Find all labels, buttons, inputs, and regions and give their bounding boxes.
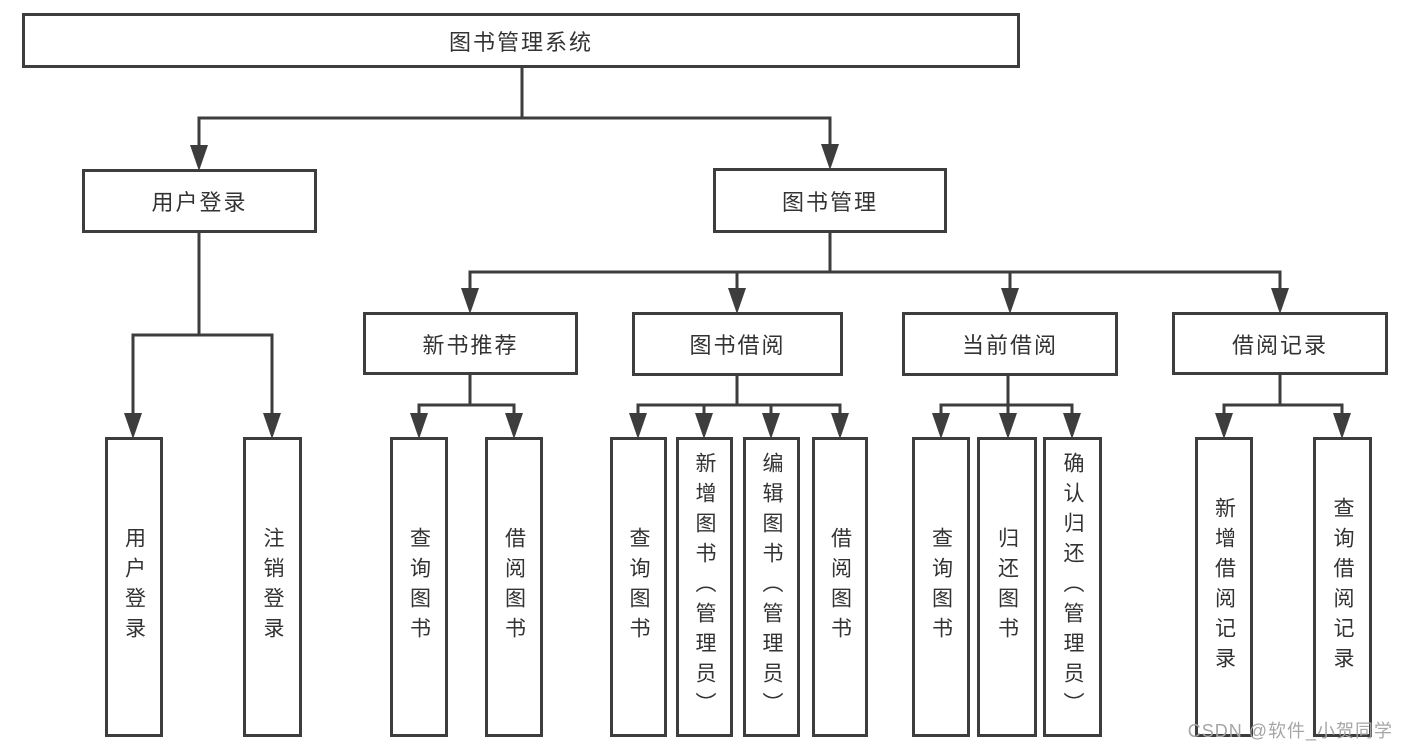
node-borrow-record-label: 借阅记录 [1231,332,1328,358]
leaf-borrow-edit-books-admin: 编辑图书（管理员） [743,437,800,737]
leaf-logout-label: 注销登录 [261,527,284,647]
leaf-current-return-books: 归还图书 [977,437,1037,737]
connector-book-borrow-split [636,376,842,419]
node-user-login: 用户登录 [82,169,317,233]
node-new-book-label: 新书推荐 [422,332,519,358]
arrowhead-icon [190,145,208,171]
node-book-mgmt-label: 图书管理 [781,189,878,215]
node-current-borrow: 当前借阅 [902,312,1118,376]
arrowhead-icon [932,413,950,439]
node-book-borrow-label: 图书借阅 [689,333,786,358]
leaf-current-return-books-label: 归还图书 [995,527,1019,647]
connector-new-book-split [417,375,516,419]
connector-root-split [197,68,832,150]
arrowhead-icon [1215,413,1233,439]
leaf-current-confirm-return-admin-label: 确认归还（管理员） [1061,452,1084,722]
node-user-login-label: 用户登录 [151,190,248,215]
arrowhead-icon [1001,288,1019,314]
leaf-record-add-record-label: 新增借阅记录 [1212,497,1236,677]
leaf-logout: 注销登录 [243,437,302,737]
node-root: 图书管理系统 [22,13,1020,68]
arrowhead-icon [629,413,647,439]
leaf-user-login: 用户登录 [105,437,163,737]
leaf-record-query-record: 查询借阅记录 [1313,437,1372,737]
leaf-newbook-query-books: 查询图书 [390,437,448,737]
connector-lines [131,68,1344,419]
arrowhead-icon [505,413,523,439]
leaf-current-confirm-return-admin: 确认归还（管理员） [1043,437,1102,737]
arrowhead-icon [410,413,428,439]
arrowhead-icon [999,413,1017,439]
leaf-current-query-books: 查询图书 [912,437,970,737]
node-current-borrow-label: 当前借阅 [961,333,1058,358]
leaf-borrow-query-books-label: 查询图书 [627,527,650,647]
arrowhead-icon [1063,413,1081,439]
leaf-user-login-label: 用户登录 [122,527,146,647]
node-book-mgmt: 图书管理 [713,168,947,233]
leaf-borrow-add-books-admin: 新增图书（管理员） [676,437,733,737]
node-new-book: 新书推荐 [363,312,578,375]
arrowhead-icon [831,413,849,439]
arrowhead-icon [728,288,746,314]
leaf-borrow-query-books: 查询图书 [610,437,667,737]
arrowhead-icon [124,413,142,439]
connector-book-mgmt-split [468,233,1282,294]
node-borrow-record: 借阅记录 [1172,312,1388,375]
leaf-borrow-borrow-books-label: 借阅图书 [828,527,852,647]
leaf-newbook-borrow-books: 借阅图书 [485,437,543,737]
arrowhead-icon [1333,413,1351,439]
node-root-label: 图书管理系统 [448,29,593,55]
connector-user-login-split [131,233,274,419]
leaf-record-add-record: 新增借阅记录 [1195,437,1253,737]
leaf-borrow-add-books-admin-label: 新增图书（管理员） [693,452,716,722]
leaf-newbook-query-books-label: 查询图书 [407,527,431,647]
csdn-watermark: CSDN @软件_小贺同学 [1187,721,1393,741]
arrowhead-icon [263,413,281,439]
node-book-borrow: 图书借阅 [632,312,843,376]
leaf-record-query-record-label: 查询借阅记录 [1331,497,1354,677]
arrowhead-icon [461,288,479,314]
leaf-borrow-borrow-books: 借阅图书 [812,437,868,737]
leaf-newbook-borrow-books-label: 借阅图书 [502,527,526,647]
arrowhead-icon [762,413,780,439]
arrowheads [124,144,1351,439]
connector-current-borrow-split [939,376,1074,419]
arrowhead-icon [1271,288,1289,314]
arrowhead-icon [821,144,839,170]
leaf-current-query-books-label: 查询图书 [929,527,953,647]
leaf-borrow-edit-books-admin-label: 编辑图书（管理员） [760,452,783,722]
connector-borrow-record-split [1222,375,1344,419]
arrowhead-icon [695,413,713,439]
